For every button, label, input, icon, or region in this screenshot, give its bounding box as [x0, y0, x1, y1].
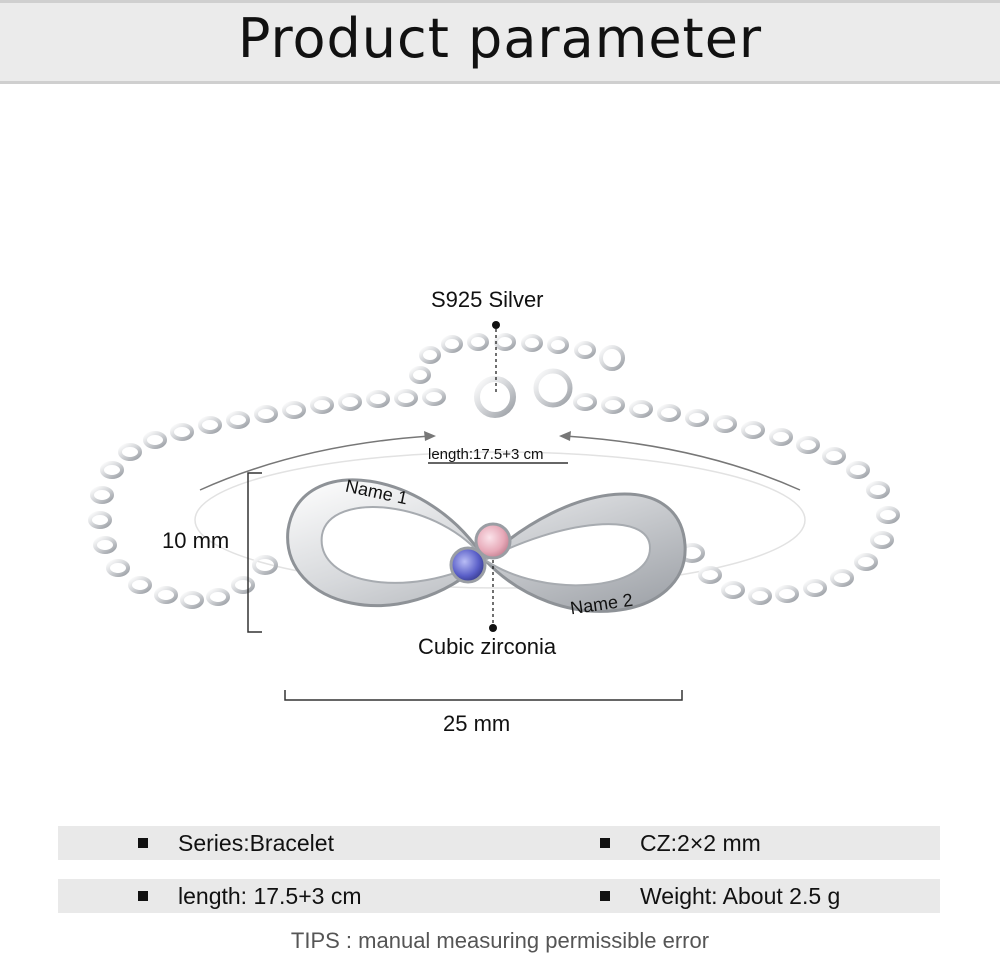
- clasp: [474, 345, 625, 418]
- stone-label: Cubic zirconia: [418, 634, 557, 659]
- spec-weight: Weight: About 2.5 g: [600, 879, 840, 913]
- bracelet-image: [88, 321, 900, 701]
- material-label: S925 Silver: [431, 287, 544, 312]
- height-label: 10 mm: [162, 528, 230, 553]
- spec-row-1: Series:Bracelet CZ:2×2 mm: [58, 826, 940, 860]
- stone-pointer: [489, 560, 497, 632]
- spec-row-2: length: 17.5+3 cm Weight: About 2.5 g: [58, 879, 940, 913]
- chain-right: [573, 393, 900, 605]
- spec-length: length: 17.5+3 cm: [138, 879, 361, 913]
- pink-stone: [474, 522, 512, 560]
- height-bracket: [247, 472, 262, 633]
- bullet-icon: [138, 891, 148, 901]
- page-title: Product parameter: [237, 7, 763, 70]
- infinity-charm: [286, 478, 687, 613]
- tips-note: TIPS : manual measuring permissible erro…: [290, 928, 710, 953]
- chain-left: [88, 388, 446, 609]
- spec-cz: CZ:2×2 mm: [600, 826, 761, 860]
- width-label: 25 mm: [443, 711, 511, 736]
- spec-series: Series:Bracelet: [138, 826, 334, 860]
- length-arrows: [199, 431, 801, 491]
- wrist-outline: [194, 451, 806, 589]
- product-illustration: S925 Silver length:17.5+3 cm 10 mm Cubic…: [0, 84, 1000, 804]
- material-pointer: [492, 321, 500, 392]
- bullet-icon: [600, 838, 610, 848]
- header-banner: Product parameter: [0, 0, 1000, 84]
- width-bracket: [284, 690, 683, 701]
- bullet-icon: [600, 891, 610, 901]
- extender-chain: [409, 333, 596, 384]
- length-label: length:17.5+3 cm: [428, 446, 544, 463]
- blue-stone: [449, 546, 487, 584]
- bullet-icon: [138, 838, 148, 848]
